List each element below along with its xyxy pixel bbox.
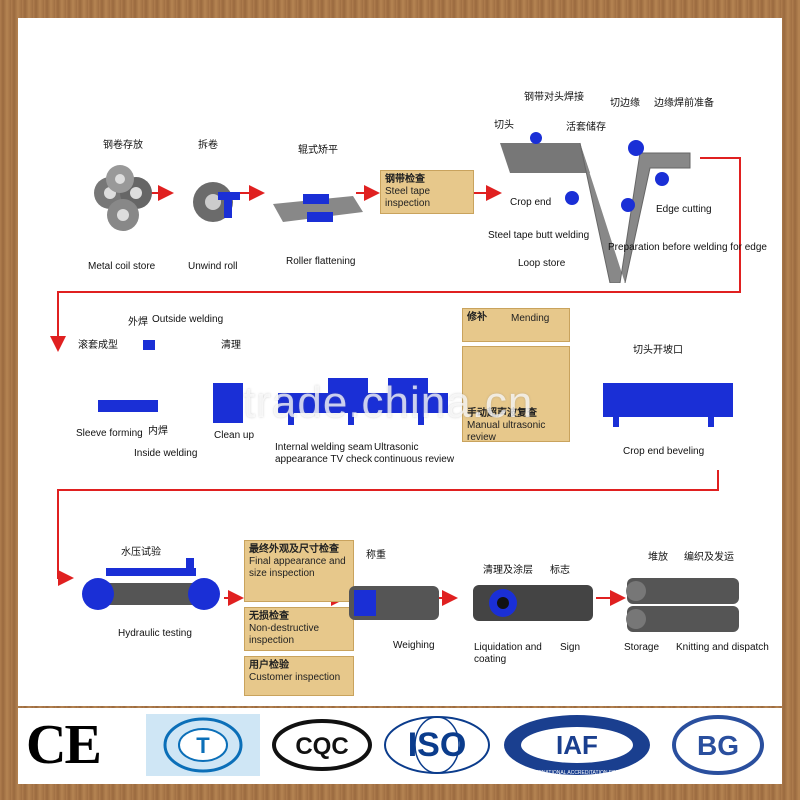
ce-logo: CE (26, 714, 102, 776)
watermark: trade.china.cn (243, 378, 534, 427)
liquid-zh: 清理及涂层 (483, 565, 533, 576)
inspection-line-illustration (278, 378, 448, 425)
steel-tape-inspection-label: Steel tape inspection (385, 186, 431, 209)
iaf-logo-subtext: INTERNATIONAL ACCREDITATION FORUM (527, 770, 627, 776)
butt-weld-zh: 钢带对头焊接 (524, 92, 584, 103)
loop-store-label: Loop store (518, 258, 566, 269)
cqc-logo: CQC (272, 719, 372, 771)
manual-ultrasonic-label: Manual ultrasonic review (467, 420, 546, 443)
ndi-box: 无损检查 Non-destructive inspection (244, 607, 354, 651)
storage-illustration (626, 578, 739, 632)
final-appearance-label: Final appearance and size inspection (249, 556, 346, 579)
sleeve-illustration (98, 340, 158, 412)
inside-weld-zh: 内焊 (148, 426, 168, 437)
roller-zh: 辊式矫平 (298, 145, 338, 156)
ndi-zh: 无损检查 (249, 611, 289, 622)
manual-ultrasonic-box: 手动超声波复查 Manual ultrasonic review (462, 346, 570, 443)
prep-weld-label: Preparation before welding for edge (608, 242, 767, 253)
process-diagram-panel: 钢卷存放 Metal coil store 拆卷 Unwind roll 辊式矫… (18, 18, 782, 706)
certification-logos: CE T CQC ISO IAF INTERNATIONAL ACCREDITA… (18, 708, 782, 784)
steel-tape-inspection-zh: 钢带检查 (385, 174, 425, 185)
metal-coil-illustration (94, 165, 152, 231)
edge-cut-zh: 切边缘 (610, 98, 640, 109)
inside-weld-label: Inside welding (134, 448, 198, 459)
flow-arrows (50, 157, 741, 606)
metal-coil-zh: 钢卷存放 (103, 140, 143, 151)
final-appearance-zh: 最终外观及尺寸检查 (249, 544, 339, 555)
t-certification-logo: T (146, 714, 260, 776)
weighing-illustration (349, 586, 439, 620)
hydraulic-illustration (82, 558, 220, 610)
knit-label: Knitting and dispatch (676, 642, 769, 653)
sleeve-zh: 滚套成型 (78, 340, 118, 351)
final-appearance-box: 最终外观及尺寸检查 Final appearance and size insp… (244, 540, 354, 602)
internal-tv-label: Internal welding seam appearance TV chec… (275, 442, 373, 465)
sign-zh: 标志 (550, 565, 570, 576)
iso-logo: ISO (384, 716, 490, 774)
cqc-logo-text: CQC (295, 733, 348, 760)
liquid-label: Liquidation and coating (474, 642, 542, 665)
weld-loop-illustration (500, 132, 691, 283)
mending-label: Mending (511, 313, 550, 324)
edge-cut-label: Edge cutting (656, 204, 712, 215)
manual-ultrasonic-zh: 手动超声波复查 (467, 408, 537, 419)
sleeve-label: Sleeve forming (76, 428, 143, 439)
t-logo-text: T (196, 733, 210, 758)
iso-logo-text: ISO (408, 726, 467, 764)
clean-up-zh: 清理 (221, 340, 241, 351)
customer-box: 用户检验 Customer inspection (244, 656, 354, 696)
roller-illustration (273, 194, 363, 222)
metal-coil-label: Metal coil store (88, 261, 156, 272)
prep-weld-zh: 边缘焊前准备 (654, 98, 714, 109)
loop-store-zh: 活套储存 (566, 122, 606, 133)
unwind-illustration (193, 182, 240, 222)
hydraulic-zh: 水压试验 (121, 547, 161, 558)
sign-label: Sign (560, 642, 581, 653)
crop-end-label: Crop end (510, 197, 552, 208)
steel-tape-inspection-box: 钢带检查 Steel tape inspection (380, 170, 474, 214)
unwind-label: Unwind roll (188, 261, 238, 272)
clean-up-label: Clean up (214, 430, 255, 441)
storage-label: Storage (624, 642, 660, 653)
iaf-logo: IAF INTERNATIONAL ACCREDITATION FORUM (504, 715, 650, 776)
storage-zh: 堆放 (648, 552, 668, 563)
outside-weld-label: Outside welding (152, 314, 224, 325)
mending-box: 修补 Mending (462, 308, 570, 342)
roller-label: Roller flattening (286, 256, 356, 267)
customer-label: Customer inspection (249, 672, 341, 683)
bg-logo: BG (672, 715, 764, 775)
ndi-label: Non-destructive inspection (249, 623, 320, 646)
customer-zh: 用户检验 (249, 660, 289, 671)
mending-zh: 修补 (467, 312, 487, 323)
weigh-label: Weighing (393, 640, 435, 651)
coating-illustration (473, 585, 593, 621)
bg-logo-text: BG (697, 730, 739, 761)
bevel-zh: 切头开坡口 (633, 345, 683, 356)
clean-up-illustration (213, 383, 243, 423)
iaf-logo-text: IAF (556, 730, 598, 760)
bevel-label: Crop end beveling (623, 446, 705, 457)
ultrasonic-label: Ultrasonic continuous review (374, 442, 455, 465)
hydraulic-label: Hydraulic testing (118, 628, 192, 639)
unwind-zh: 拆卷 (198, 140, 218, 151)
knit-zh: 编织及发运 (684, 552, 734, 563)
crop-end-zh: 切头 (494, 120, 514, 131)
weigh-zh: 称重 (366, 550, 386, 561)
outside-weld-zh: 外焊 (128, 317, 148, 328)
butt-weld-label: Steel tape butt welding (488, 230, 590, 241)
bevel-illustration (603, 383, 733, 427)
